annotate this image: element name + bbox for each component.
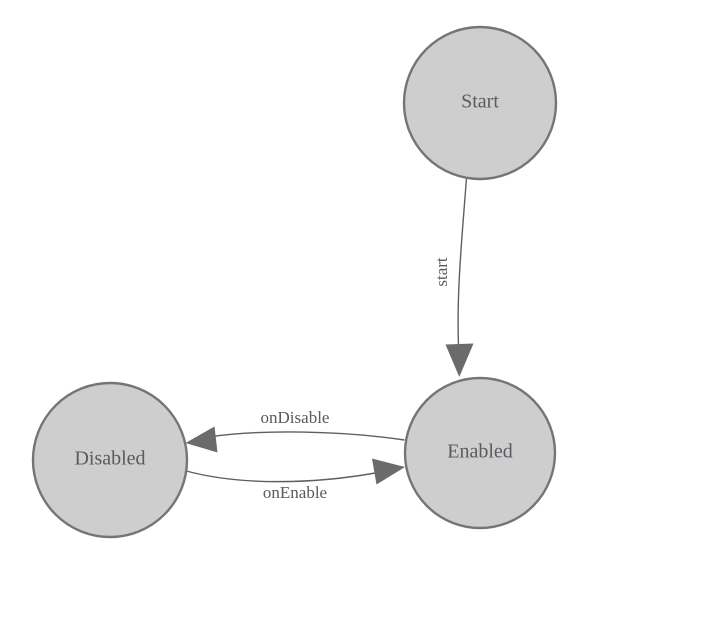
edge-enabled-to-disabled-arrowhead: [185, 426, 218, 453]
edge-disabled-to-enabled[interactable]: onEnable: [184, 458, 406, 502]
edge-disabled-to-enabled-path: [184, 469, 379, 483]
state-node-enabled-circle: [403, 376, 557, 530]
state-node-start[interactable]: Start: [402, 25, 558, 181]
state-node-start-circle: [402, 25, 558, 181]
state-node-disabled[interactable]: Disabled: [31, 381, 189, 539]
state-node-enabled[interactable]: Enabled: [403, 376, 557, 530]
edge-start-to-enabled-arrowhead: [445, 343, 474, 377]
state-node-start-label: Start: [461, 91, 499, 113]
edge-disabled-to-enabled-arrowhead: [372, 458, 405, 485]
edge-label-on-enable: onEnable: [263, 483, 327, 502]
state-node-enabled-label: Enabled: [447, 441, 513, 463]
edge-enabled-to-disabled-path: [211, 431, 405, 441]
edge-enabled-to-disabled[interactable]: onDisable: [185, 408, 405, 453]
edge-start-to-enabled-path: [457, 177, 468, 347]
edge-start-to-enabled[interactable]: start: [432, 177, 474, 377]
state-node-disabled-circle: [31, 381, 189, 539]
state-node-disabled-label: Disabled: [74, 448, 145, 470]
edge-label-start: start: [432, 257, 451, 287]
edge-label-on-disable: onDisable: [261, 408, 330, 427]
